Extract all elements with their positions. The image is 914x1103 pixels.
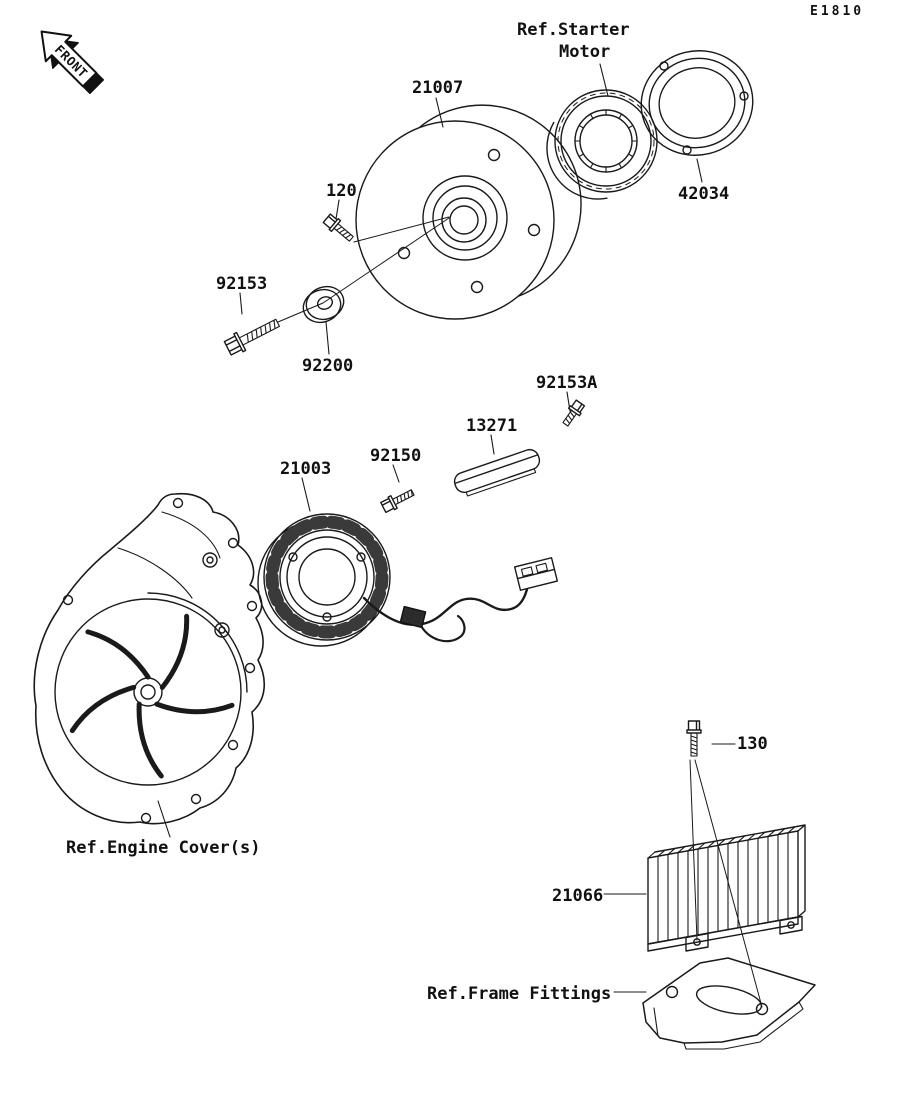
part-label-92200: 92200 [302, 356, 354, 376]
part-label-13271: 13271 [466, 416, 518, 436]
engine-cover-drawing [33, 492, 265, 825]
part-label-120: 120 [326, 181, 357, 201]
part-label-92150: 92150 [370, 446, 422, 466]
stator-wiring-drawing [362, 557, 559, 643]
part-label-92153: 92153 [216, 274, 268, 294]
part-label-42034: 42034 [678, 184, 730, 204]
lead-holder-drawing [453, 448, 541, 497]
washer-92200-drawing [302, 285, 345, 324]
wiring-connector [513, 557, 559, 591]
stator-drawing [257, 513, 391, 647]
bolt-120-drawing [322, 213, 354, 242]
part-label-21007: 21007 [412, 78, 464, 98]
front-arrow-icon: FRONT [40, 30, 105, 95]
flywheel-drawing [355, 104, 582, 320]
part-label-92153a: 92153A [536, 373, 598, 393]
part-label-21066: 21066 [552, 886, 604, 906]
ref-starter-motor-label-1: Ref.Starter [517, 20, 630, 40]
frame-bracket-drawing [642, 957, 816, 1050]
part-label-21003: 21003 [280, 459, 332, 479]
assembly-axis-lines [277, 216, 763, 1008]
bolt-92153a-drawing [562, 399, 586, 427]
wiring-grommet [399, 605, 427, 629]
ref-engine-cover-label: Ref.Engine Cover(s) [66, 838, 261, 858]
page-code: E1810 [810, 4, 865, 19]
outer-ring-drawing [640, 50, 754, 156]
leader-lines [157, 63, 736, 993]
bolt-92150-drawing [380, 489, 415, 514]
part-label-130: 130 [737, 734, 768, 754]
ref-starter-motor-label-2: Motor [559, 42, 611, 62]
ref-frame-fittings-label: Ref.Frame Fittings [427, 984, 612, 1004]
bolt-130-drawing [686, 720, 702, 757]
regulator-drawing [647, 824, 806, 952]
bolt-92153-drawing [223, 318, 281, 356]
